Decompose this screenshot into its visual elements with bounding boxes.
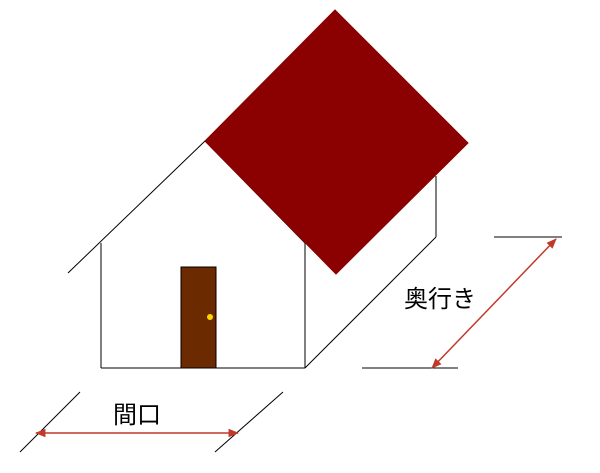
frontage-extension-left: [19, 391, 81, 453]
roof: [204, 9, 469, 275]
frontage-dimension: 間口: [19, 391, 284, 453]
side-ground-line: [304, 236, 437, 369]
doorknob: [207, 314, 213, 320]
depth-label: 奥行き: [404, 285, 476, 313]
frontage-extension-right: [214, 391, 284, 453]
depth-arrow: [431, 238, 557, 369]
gable-left-eave: [67, 140, 206, 274]
depth-dimension: 奥行き: [362, 236, 562, 369]
frontage-label: 間口: [113, 401, 161, 429]
